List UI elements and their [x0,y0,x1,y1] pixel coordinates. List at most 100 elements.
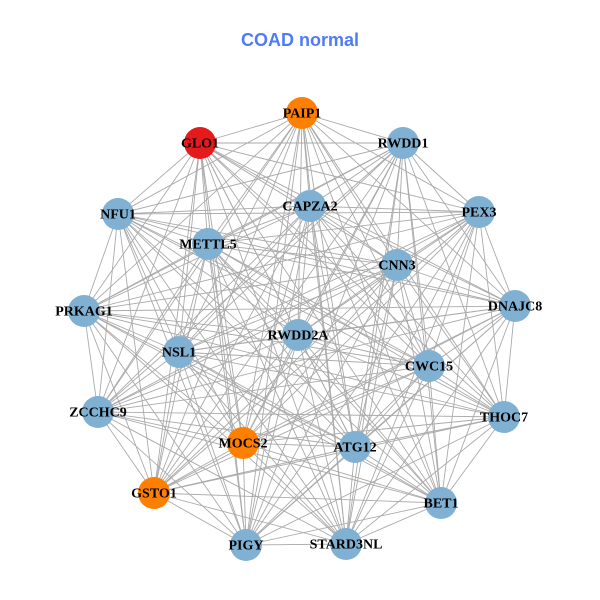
node-GLO1[interactable]: GLO1 [181,127,219,159]
node-PRKAG1[interactable]: PRKAG1 [55,295,113,327]
node-ZCCHC9[interactable]: ZCCHC9 [69,396,127,428]
edge-CAPZA2-NFU1 [117,205,311,215]
node-circle[interactable] [463,196,495,228]
edge-NSL1-MOCS2 [178,351,244,444]
edge-PRKAG1-RWDD2A [83,310,299,336]
chart-title: COAD normal [240,30,359,50]
edge-THOC7-PIGY [245,416,505,546]
node-label: MOCS2 [219,437,268,452]
edge-METTL5-PRKAG1 [83,243,209,312]
node-RWDD2A[interactable]: RWDD2A [268,319,330,351]
node-circle[interactable] [381,249,413,281]
edge-RWDD2A-NSL1 [178,334,299,353]
edge-PRKAG1-GSTO1 [83,310,155,494]
node-circle[interactable] [286,97,318,129]
node-PEX3[interactable]: PEX3 [462,196,497,228]
edge-GSTO1-PIGY [153,492,247,546]
edge-PAIP1-CNN3 [301,112,398,266]
edge-PAIP1-MOCS2 [242,112,303,444]
edge-CAPZA2-STARD3NL [309,205,347,545]
edge-METTL5-CWC15 [207,243,430,367]
edge-NSL1-THOC7 [178,351,505,418]
edge-CAPZA2-BET1 [309,205,442,504]
node-label: CNN3 [378,259,415,274]
node-circle[interactable] [163,336,195,368]
edge-NSL1-GSTO1 [153,351,180,494]
edge-CAPZA2-PEX3 [309,205,480,213]
edge-PEX3-BET1 [440,211,480,504]
edge-PEX3-THOC7 [478,211,505,418]
edge-MOCS2-ATG12 [242,442,356,448]
edge-CNN3-THOC7 [396,264,505,418]
edge-RWDD2A-BET1 [297,334,442,504]
edge-PEX3-METTL5 [207,211,480,245]
node-NFU1[interactable]: NFU1 [100,198,136,230]
edge-CNN3-ATG12 [354,264,398,448]
node-circle[interactable] [82,396,114,428]
node-MOCS2[interactable]: MOCS2 [219,427,268,459]
edge-PEX3-NSL1 [178,211,480,353]
edge-GLO1-CWC15 [199,142,430,367]
node-DNAJC8[interactable]: DNAJC8 [488,290,542,322]
node-PIGY[interactable]: PIGY [229,529,264,561]
node-circle[interactable] [499,290,531,322]
node-BET1[interactable]: BET1 [423,487,459,519]
edge-NFU1-CNN3 [117,213,398,266]
edge-RWDD1-ZCCHC9 [97,142,404,413]
edge-ATG12-GSTO1 [153,446,356,494]
edge-CAPZA2-GSTO1 [153,205,311,494]
edge-CNN3-BET1 [396,264,442,504]
node-THOC7[interactable]: THOC7 [480,401,528,433]
node-circle[interactable] [282,319,314,351]
edge-THOC7-GSTO1 [153,416,505,494]
node-GSTO1[interactable]: GSTO1 [131,477,177,509]
node-CNN3[interactable]: CNN3 [378,249,416,281]
node-CWC15[interactable]: CWC15 [405,350,453,382]
edge-PRKAG1-NSL1 [83,310,180,353]
edge-GSTO1-BET1 [153,492,442,504]
edge-CAPZA2-ZCCHC9 [97,205,311,413]
edge-NFU1-DNAJC8 [117,213,516,307]
edge-CAPZA2-NSL1 [178,205,311,353]
edge-NFU1-ATG12 [117,213,356,448]
node-circle[interactable] [184,127,216,159]
edge-ATG12-PIGY [245,446,356,546]
node-circle[interactable] [413,350,445,382]
node-ATG12[interactable]: ATG12 [333,431,377,463]
node-circle[interactable] [68,295,100,327]
node-circle[interactable] [227,427,259,459]
node-circle[interactable] [330,528,362,560]
edge-METTL5-ATG12 [207,243,356,448]
node-circle[interactable] [102,198,134,230]
edge-ATG12-STARD3NL [345,446,356,545]
node-circle[interactable] [425,487,457,519]
edge-PAIP1-NSL1 [178,112,303,353]
node-NSL1[interactable]: NSL1 [162,336,196,368]
edge-ZCCHC9-ATG12 [97,411,356,448]
edge-RWDD1-THOC7 [402,142,505,418]
node-circle[interactable] [387,127,419,159]
node-CAPZA2[interactable]: CAPZA2 [282,190,338,222]
edge-RWDD2A-ATG12 [297,334,356,448]
edge-PRKAG1-DNAJC8 [83,305,516,312]
edge-GLO1-DNAJC8 [199,142,516,307]
node-circle[interactable] [488,401,520,433]
node-circle[interactable] [138,477,170,509]
node-circle[interactable] [339,431,371,463]
edge-NSL1-BET1 [178,351,442,504]
node-label: NFU1 [100,208,136,223]
node-METTL5[interactable]: METTL5 [179,228,237,260]
node-PAIP1[interactable]: PAIP1 [283,97,322,129]
node-label: DNAJC8 [488,300,542,315]
edge-METTL5-RWDD2A [207,243,299,336]
node-circle[interactable] [230,529,262,561]
node-circle[interactable] [192,228,224,260]
node-STARD3NL[interactable]: STARD3NL [310,528,383,560]
edge-GLO1-BET1 [199,142,442,504]
node-circle[interactable] [294,190,326,222]
edge-NFU1-PRKAG1 [83,213,119,312]
edge-DNAJC8-CWC15 [428,305,516,367]
node-RWDD1[interactable]: RWDD1 [378,127,429,159]
